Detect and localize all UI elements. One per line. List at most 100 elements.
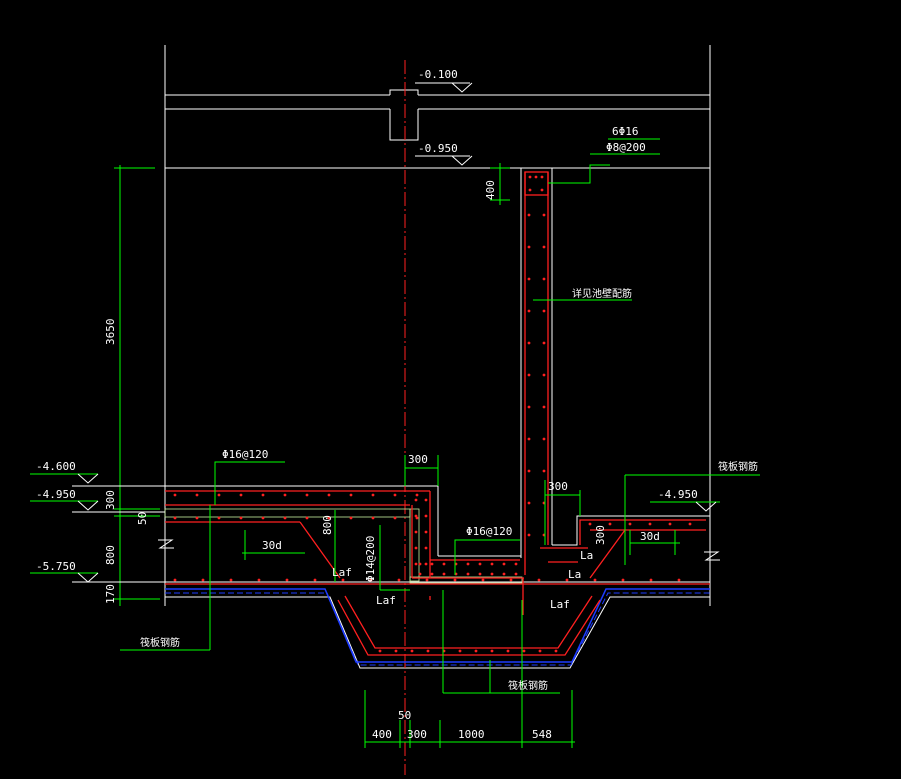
rebar-dot (305, 493, 309, 497)
laf-1: Laf (332, 566, 352, 579)
rebar-lines (165, 171, 710, 656)
rebar-dot (668, 522, 672, 526)
rebar-dot (542, 213, 546, 217)
rebar-dot (285, 578, 289, 582)
rebar-dot (608, 522, 612, 526)
rebar-dot (490, 562, 494, 566)
elev-left-mid: -4.950 (36, 488, 76, 501)
rebar-dot (173, 516, 177, 520)
rebar-dot (648, 522, 652, 526)
rebar-dot (534, 175, 538, 179)
dim-300-bottom: 300 (407, 728, 427, 741)
note-raft-right: 筏板钢筋 (718, 460, 758, 473)
rebar-dot (327, 493, 331, 497)
rebar-dot (649, 578, 653, 582)
rebar-dot (371, 493, 375, 497)
rebar-dot (527, 277, 531, 281)
rebar-dot (261, 516, 265, 520)
rebar-dot (502, 572, 506, 576)
structure-outline (164, 45, 711, 669)
rebar-dot (442, 572, 446, 576)
bar-mid: Φ16@120 (466, 525, 512, 538)
dim-1000-bottom: 1000 (458, 728, 485, 741)
rebar-dot (414, 546, 418, 550)
rebar-dot (527, 213, 531, 217)
dim-50-bottom: 50 (398, 709, 411, 722)
dim-3650: 3650 (104, 319, 117, 346)
rebar-dot (217, 493, 221, 497)
rebar-dot (688, 522, 692, 526)
rebar-dot (217, 516, 221, 520)
rebar-dot (313, 578, 317, 582)
rebar-dot (542, 341, 546, 345)
dim-800-left: 800 (104, 545, 117, 565)
rebar-dot (257, 578, 261, 582)
rebar-dot (565, 578, 569, 582)
rebar-dot (527, 533, 531, 537)
rebar-dot (527, 437, 531, 441)
break-symbol-left (158, 539, 174, 549)
rebar-dot (527, 501, 531, 505)
rebar-dot (229, 578, 233, 582)
rebar-dot (538, 649, 542, 653)
rebar-dot (327, 516, 331, 520)
rebar-dot (527, 405, 531, 409)
la-2: La (568, 568, 581, 581)
bar-top: Φ16@120 (222, 448, 268, 461)
rebar-dot (201, 578, 205, 582)
rebar-dot (424, 498, 428, 502)
dim-800-inner: 800 (321, 515, 334, 535)
rebar-dot (369, 578, 373, 582)
dim-30d-a: 30d (262, 539, 282, 552)
rebar-dot (414, 514, 418, 518)
beam-stirrup: Φ8@200 (606, 141, 646, 154)
rebar-dot (349, 516, 353, 520)
rebar-dot (426, 649, 430, 653)
rebar-dot (424, 514, 428, 518)
break-symbol-right (704, 551, 720, 561)
rebar-dot (527, 341, 531, 345)
rebar-dot (478, 572, 482, 576)
rebar-dot (522, 649, 526, 653)
rebar-dot (414, 530, 418, 534)
rebar-dot (410, 649, 414, 653)
rebar-dot (430, 572, 434, 576)
rebar-dot (466, 572, 470, 576)
rebar-dot (393, 493, 397, 497)
rebar-dot (506, 649, 510, 653)
rebar-dot (425, 578, 429, 582)
rebar-dot (542, 437, 546, 441)
rebar-dot (415, 493, 419, 497)
rebar-dot (394, 649, 398, 653)
rebar-dot (527, 373, 531, 377)
laf-2: Laf (376, 594, 396, 607)
dimension-lines (30, 82, 760, 748)
waterproof-line-2 (165, 592, 710, 666)
rebar-dot (540, 175, 544, 179)
rebar-dot (466, 562, 470, 566)
rebar-dot (540, 188, 544, 192)
rebar-dot (424, 530, 428, 534)
dim-300-left: 300 (104, 490, 117, 510)
rebar-dot (528, 175, 532, 179)
rebar-dot (397, 578, 401, 582)
rebar-dot (481, 578, 485, 582)
dim-50-left: 50 (136, 512, 149, 525)
rebar-dot (173, 493, 177, 497)
labels: -0.100 -0.950 -4.600 -4.950 -5.750 -4.95… (36, 68, 758, 741)
elev-top: -0.100 (418, 68, 458, 81)
elev-left-bottom: -5.750 (36, 560, 76, 573)
rebar-dot (514, 562, 518, 566)
rebar-dot (542, 277, 546, 281)
rebar-dot (458, 649, 462, 653)
rebar-dot (554, 649, 558, 653)
rebar-dot (349, 493, 353, 497)
rebar-dot (677, 578, 681, 582)
waterproof-line (165, 588, 710, 663)
rebar-dot (490, 649, 494, 653)
rebar-dot (261, 493, 265, 497)
rebar-dot (341, 578, 345, 582)
dim-170-left: 170 (104, 584, 117, 604)
rebar-dot (593, 578, 597, 582)
note-raft-bottom: 筏板钢筋 (508, 679, 548, 692)
